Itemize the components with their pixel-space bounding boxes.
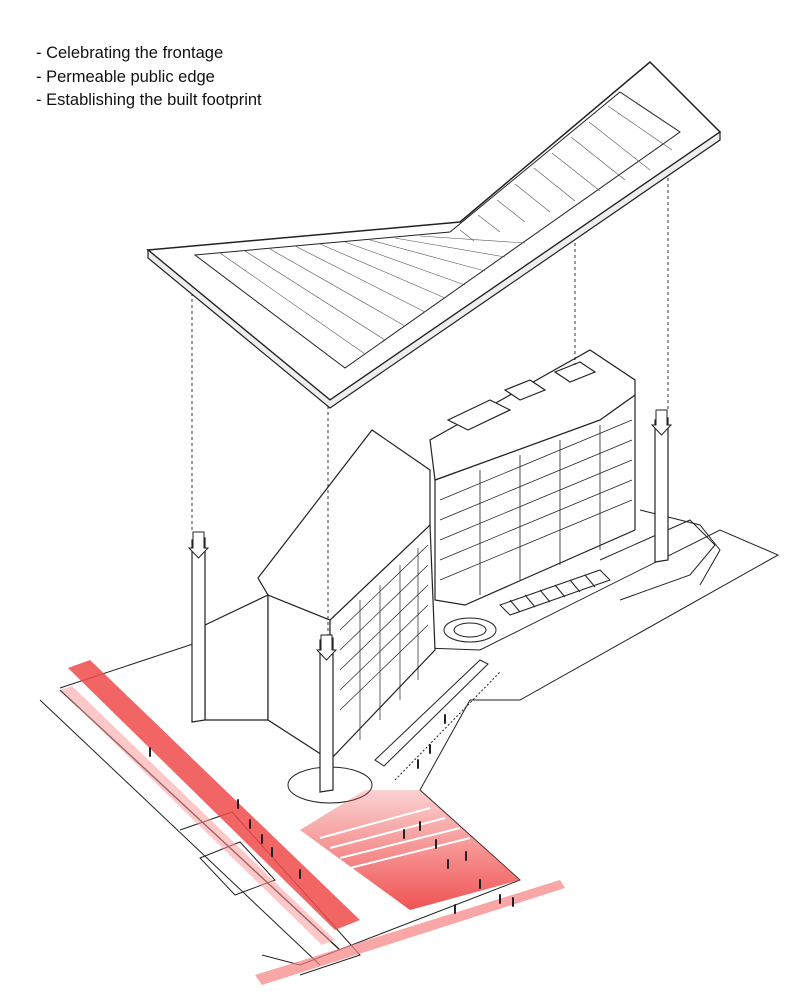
pedestrian-icon xyxy=(149,714,514,914)
columns xyxy=(191,417,669,793)
building-west-grid xyxy=(339,544,429,740)
building-west-block xyxy=(204,429,436,762)
annotation-list: - Celebrating the frontage - Permeable p… xyxy=(36,42,262,113)
annotation-footprint: - Establishing the built footprint xyxy=(36,91,262,109)
down-arrow-icon xyxy=(187,409,673,661)
roof-hatching xyxy=(219,105,673,355)
building-east-grid xyxy=(439,419,633,595)
building-east-block xyxy=(429,349,636,606)
annotation-frontage: - Celebrating the frontage xyxy=(36,44,224,62)
public-edge-highlight xyxy=(60,660,565,985)
projection-lines xyxy=(191,160,669,635)
annotation-public-edge: - Permeable public edge xyxy=(36,67,215,86)
floating-roof xyxy=(146,60,722,409)
